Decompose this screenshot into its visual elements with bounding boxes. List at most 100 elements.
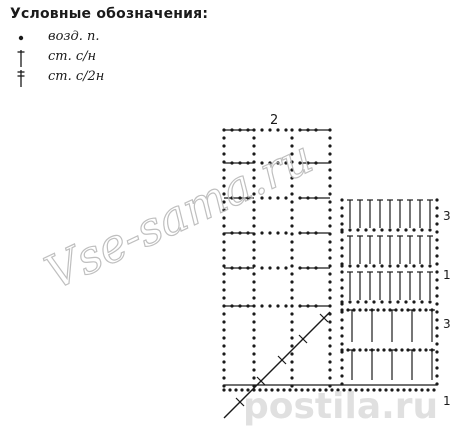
chain-dot-74 xyxy=(290,192,294,196)
chain-dot-357 xyxy=(370,308,374,312)
legend-item-sc: ст. с/н xyxy=(10,48,310,68)
chain-dot-418 xyxy=(366,388,370,392)
chain-dot-221 xyxy=(276,231,280,235)
diagonal-tick-432 xyxy=(277,355,287,365)
chain-dot-356 xyxy=(364,308,368,312)
chain-dot-35 xyxy=(252,144,256,148)
diagonal-line xyxy=(223,311,331,419)
chain-dot-158 xyxy=(435,214,439,218)
chain-dot-389 xyxy=(406,348,410,352)
chain-dot-26 xyxy=(222,336,226,340)
chain-dot-88 xyxy=(290,304,294,308)
chain-dot-120 xyxy=(328,296,332,300)
legend-title: Условные обозначения: xyxy=(10,6,209,22)
chain-dot-19 xyxy=(222,280,226,284)
chain-dot-133 xyxy=(340,206,344,210)
chain-dot-280 xyxy=(420,228,424,232)
chain-dot-91 xyxy=(290,328,294,332)
chain-dot-95 xyxy=(290,360,294,364)
chain-dot-426 xyxy=(414,388,418,392)
chain-dot-167 xyxy=(435,286,439,290)
chain-dot-102 xyxy=(328,152,332,156)
chain-dot-301 xyxy=(348,264,352,268)
chain-dot-115 xyxy=(328,256,332,260)
chain-dot-196 xyxy=(268,161,272,165)
chain-dot-71 xyxy=(290,168,294,172)
chain-dot-57 xyxy=(252,320,256,324)
chain-dot-92 xyxy=(290,336,294,340)
chain-dot-208 xyxy=(268,196,272,200)
chain-dot-83 xyxy=(290,264,294,268)
chain-dot-183 xyxy=(260,128,264,132)
chain-dot-381 xyxy=(358,348,362,352)
chain-dot-340 xyxy=(420,300,424,304)
chain-dot-171 xyxy=(435,318,439,322)
chain-dot-169 xyxy=(435,302,439,306)
chain-dot-396 xyxy=(234,388,238,392)
chain-dot-44 xyxy=(252,216,256,220)
chain-dot-335 xyxy=(380,300,384,304)
chain-dot-412 xyxy=(330,388,334,392)
chain-dot-89 xyxy=(290,312,294,316)
chain-dot-81 xyxy=(290,248,294,252)
chain-dot-119 xyxy=(328,288,332,292)
chain-dot-339 xyxy=(412,300,416,304)
chain-dot-28 xyxy=(222,352,226,356)
chain-dot-9 xyxy=(222,200,226,204)
chain-dot-233 xyxy=(276,266,280,270)
chain-dot-164 xyxy=(435,262,439,266)
chain-dot-14 xyxy=(222,240,226,244)
chain-dot-306 xyxy=(388,264,392,268)
chain-dot-105 xyxy=(328,176,332,180)
chain-dot-417 xyxy=(360,388,364,392)
chain-dot-363 xyxy=(406,308,410,312)
chain-dot-25 xyxy=(222,328,226,332)
chain-dot-70 xyxy=(290,160,294,164)
chain-dot-380 xyxy=(352,348,356,352)
chain-dot-156 xyxy=(435,198,439,202)
chain-dot-144 xyxy=(340,294,344,298)
chain-dot-401 xyxy=(264,388,268,392)
chain-dot-309 xyxy=(412,264,416,268)
chain-dot-271 xyxy=(348,228,352,232)
chain-dot-308 xyxy=(404,264,408,268)
chain-dot-129 xyxy=(328,368,332,372)
chain-dot-113 xyxy=(328,240,332,244)
chain-dot-117 xyxy=(328,272,332,276)
chain-dot-75 xyxy=(290,200,294,204)
chain-dot-209 xyxy=(276,196,280,200)
chain-dot-302 xyxy=(356,264,360,268)
chain-dot-232 xyxy=(268,266,272,270)
chain-dot-378 xyxy=(340,348,344,352)
chain-dot-364 xyxy=(412,308,416,312)
chain-dot-365 xyxy=(418,308,422,312)
chain-dot-198 xyxy=(284,161,288,165)
chain-dot-186 xyxy=(284,128,288,132)
chain-dot-385 xyxy=(382,348,386,352)
chain-dot-176 xyxy=(435,358,439,362)
chain-dot-2 xyxy=(222,144,226,148)
chain-dot-379 xyxy=(346,348,350,352)
chain-dot-15 xyxy=(222,248,226,252)
chain-dot-78 xyxy=(290,224,294,228)
chain-dot-362 xyxy=(400,308,404,312)
chain-dot-125 xyxy=(328,336,332,340)
chain-dot-409 xyxy=(312,388,316,392)
chain-dot-421 xyxy=(384,388,388,392)
chain-dot-53 xyxy=(252,288,256,292)
chain-dot-38 xyxy=(252,168,256,172)
chain-dot-173 xyxy=(435,334,439,338)
chain-dot-126 xyxy=(328,344,332,348)
chain-dot-154 xyxy=(340,374,344,378)
chain-dot-153 xyxy=(340,366,344,370)
chain-dot-123 xyxy=(328,320,332,324)
chain-dot-281 xyxy=(428,228,432,232)
chain-dot-138 xyxy=(340,246,344,250)
chain-dot-36 xyxy=(252,152,256,156)
chain-dot-6 xyxy=(222,176,226,180)
chain-dot-231 xyxy=(260,266,264,270)
chain-dot-40 xyxy=(252,184,256,188)
chain-dot-93 xyxy=(290,344,294,348)
legend-item-chain: возд. п. xyxy=(10,28,310,48)
